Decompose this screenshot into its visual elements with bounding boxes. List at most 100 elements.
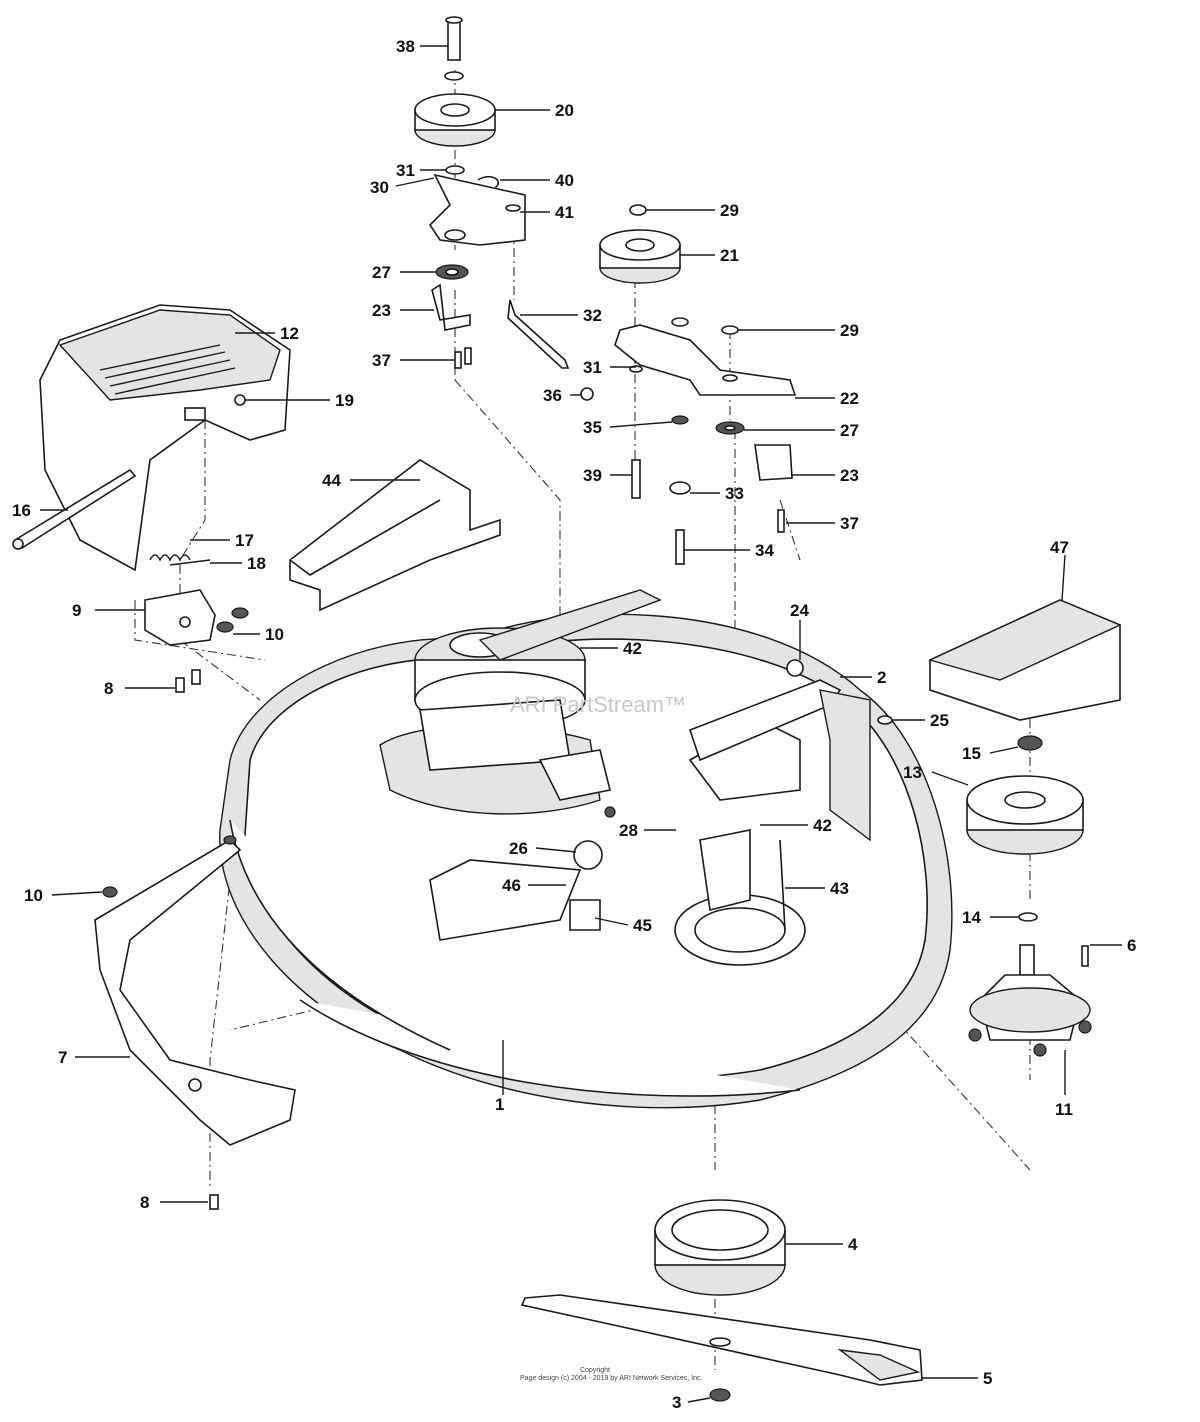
callout: 7: [58, 1048, 130, 1067]
callout-number: 14: [962, 908, 981, 927]
callout-number: 32: [583, 306, 602, 325]
callout-number: 20: [555, 101, 574, 120]
callout-number: 34: [755, 541, 774, 560]
callout: 35: [583, 418, 673, 437]
copyright-line-1: Copyright: [580, 1367, 610, 1374]
callout-number: 37: [372, 351, 391, 370]
callout-number: 18: [247, 554, 266, 573]
callout-number: 8: [104, 679, 113, 698]
idler-pulley-21: [599, 204, 681, 284]
callout: 23: [372, 301, 434, 320]
callout: 26: [509, 839, 577, 858]
callout-number: 28: [619, 821, 638, 840]
callout-number: 36: [543, 386, 562, 405]
callout-number: 3: [672, 1393, 681, 1412]
callout-labels: 38 20 31 30 40 41 29 21 27 23 32 37 29 3…: [12, 37, 1136, 1412]
callout: 37: [786, 514, 859, 533]
callout: 22: [795, 389, 859, 408]
callout: 11: [1055, 1050, 1073, 1119]
callout: 38: [396, 37, 448, 56]
callout: 41: [520, 203, 574, 222]
callout: 8: [104, 679, 175, 698]
callout-number: 1: [495, 1095, 504, 1114]
callout-number: 22: [840, 389, 859, 408]
bearing-ring-4: [654, 1199, 786, 1296]
callout: 36: [543, 386, 581, 405]
callout-number: 6: [1127, 936, 1136, 955]
pulley-13: [966, 735, 1084, 922]
callout: 9: [72, 601, 145, 620]
callout: 30: [370, 177, 435, 197]
callout-number: 30: [370, 178, 389, 197]
callout: 10: [233, 625, 284, 644]
callout: 8: [140, 1193, 208, 1212]
callout-number: 12: [280, 324, 299, 343]
callout-number: 27: [372, 263, 391, 282]
callout-number: 16: [12, 501, 31, 520]
callout: 45: [594, 916, 652, 935]
callout-number: 24: [790, 601, 809, 620]
callout: 21: [680, 246, 739, 265]
callout: 31: [583, 358, 636, 377]
callout: 39: [583, 466, 632, 485]
callout-number: 8: [140, 1193, 149, 1212]
left-spindle-on-deck: [414, 589, 662, 801]
spindle-11: [968, 944, 1092, 1057]
callout: 43: [785, 879, 849, 898]
callout: 46: [502, 876, 566, 895]
copyright-line-2: Page design (c) 2004 - 2019 by ARI Netwo…: [520, 1375, 703, 1382]
callout: 19: [245, 391, 354, 410]
callout: 37: [372, 351, 455, 370]
callout: 17: [190, 531, 254, 550]
callout: 42: [760, 816, 832, 835]
callout: 1: [495, 1040, 504, 1114]
callout-number: 38: [396, 37, 415, 56]
rod-32: [507, 299, 594, 401]
callout-number: 27: [840, 421, 859, 440]
callout-number: 31: [583, 358, 602, 377]
bracket-9: [144, 589, 249, 693]
callout-number: 10: [265, 625, 284, 644]
callout: 33: [690, 484, 744, 503]
callout: 29: [738, 321, 859, 340]
callout: 40: [500, 171, 574, 190]
callout: 28: [619, 821, 676, 840]
callout: 6: [1090, 936, 1136, 955]
callout-number: 2: [877, 668, 886, 687]
callout: 16: [12, 501, 68, 520]
callout: 24: [790, 601, 809, 660]
shield-44: [289, 459, 501, 612]
deck-hardware: [569, 806, 786, 931]
callout-number: 43: [830, 879, 849, 898]
callout: 32: [520, 306, 602, 325]
idler-bracket-30: [428, 173, 526, 246]
callout: 5: [922, 1369, 992, 1388]
callout-number: 23: [372, 301, 391, 320]
belt-cover-12: [39, 304, 291, 572]
callout-number: 35: [583, 418, 602, 437]
callout: 29: [646, 201, 739, 220]
callout-number: 11: [1055, 1100, 1073, 1119]
callout: 12: [235, 324, 299, 343]
callout: 20: [495, 101, 574, 120]
left-bearing-bracket-group: [431, 264, 472, 369]
callout: 34: [684, 541, 774, 560]
callout: 31: [396, 161, 446, 180]
callout-number: 31: [396, 161, 415, 180]
callout: 14: [962, 908, 1019, 927]
callout-number: 17: [235, 531, 254, 550]
callout-number: 15: [962, 744, 981, 763]
callout: 25: [892, 711, 949, 730]
callout-number: 9: [72, 601, 81, 620]
callout-number: 21: [720, 246, 739, 265]
callout-number: 46: [502, 876, 521, 895]
callout-number: 25: [930, 711, 949, 730]
idler-pulley-20: [414, 16, 496, 175]
callout-number: 42: [813, 816, 832, 835]
callout-number: 29: [720, 201, 739, 220]
baffle-7: [94, 835, 296, 1210]
callout-number: 10: [24, 886, 43, 905]
callout-number: 39: [583, 466, 602, 485]
